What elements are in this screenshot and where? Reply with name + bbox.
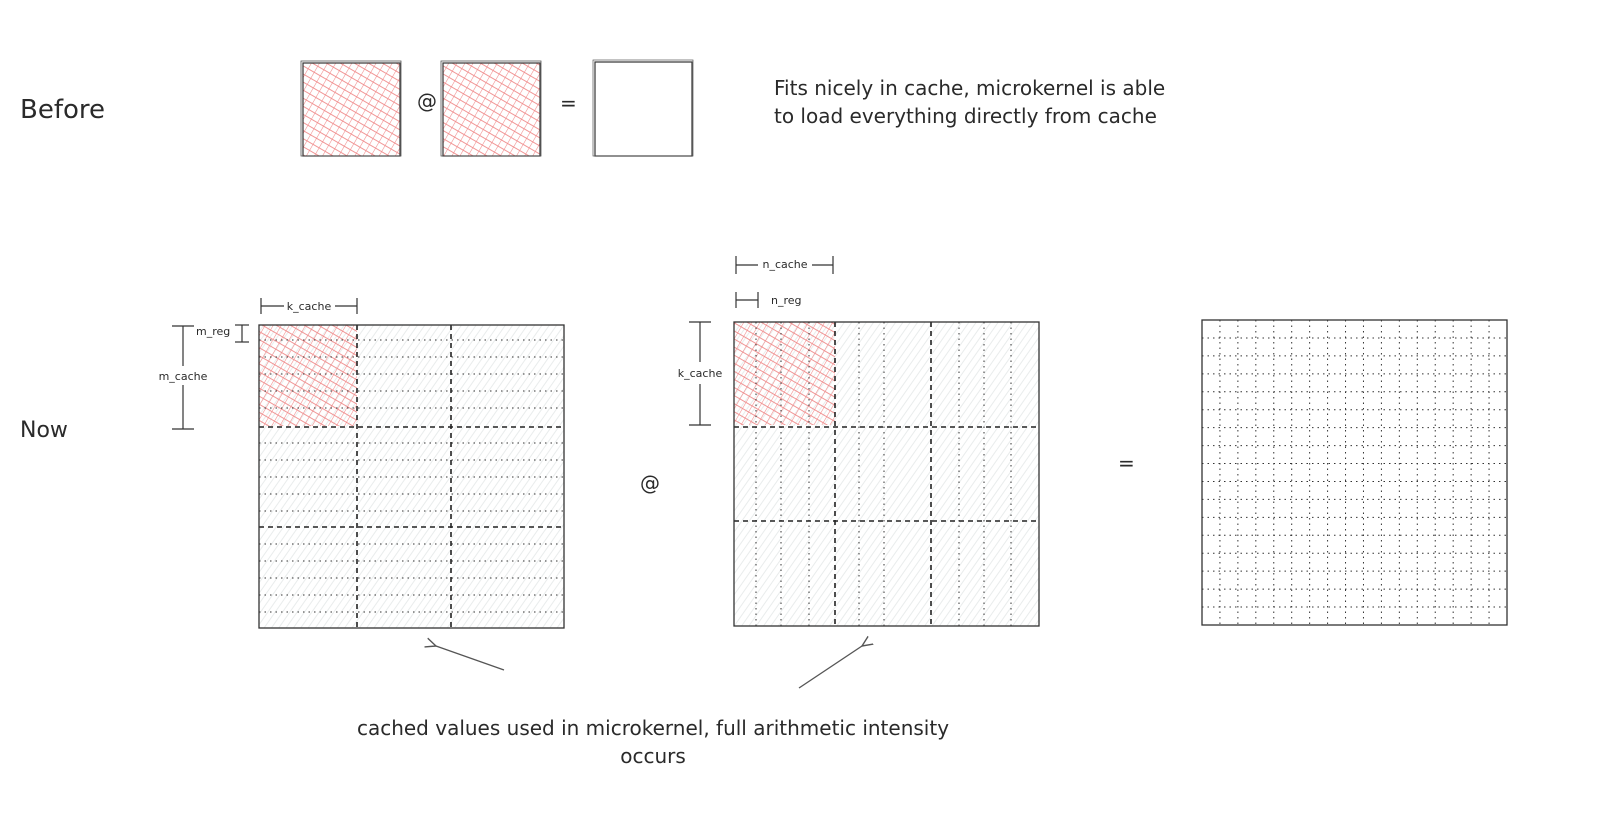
before-note-line2: to load everything directly from cache bbox=[774, 104, 1157, 128]
now-matrix-c bbox=[1201, 319, 1508, 626]
bottom-note-line2: occurs bbox=[620, 744, 686, 768]
before-label: Before bbox=[20, 95, 105, 125]
n-cache-marker bbox=[735, 256, 834, 274]
now-label: Now bbox=[20, 418, 68, 443]
m-cache-marker bbox=[172, 325, 194, 430]
before-note-line1: Fits nicely in cache, microkernel is abl… bbox=[774, 76, 1165, 100]
k-cache-b-marker bbox=[689, 321, 711, 426]
k-cache-a-label: k_cache bbox=[287, 300, 332, 313]
now-matrix-b bbox=[733, 321, 1040, 627]
arrow-to-matrix-a bbox=[436, 646, 505, 671]
arrow-to-matrix-b bbox=[798, 646, 862, 689]
now-matmul-symbol: @ bbox=[640, 471, 660, 495]
now-matrix-a bbox=[258, 324, 565, 629]
k-cache-a-marker bbox=[260, 298, 358, 314]
m-cache-label: m_cache bbox=[159, 370, 208, 383]
n-cache-label: n_cache bbox=[762, 258, 807, 271]
now-equals-symbol: = bbox=[1118, 451, 1135, 475]
before-matmul-symbol: @ bbox=[417, 89, 437, 113]
m-reg-label: m_reg bbox=[196, 325, 230, 338]
before-matrix-b bbox=[440, 60, 542, 157]
k-cache-b-label: k_cache bbox=[678, 367, 723, 380]
m-reg-marker bbox=[235, 324, 249, 343]
n-reg-label: n_reg bbox=[771, 294, 802, 307]
bottom-note-line1: cached values used in microkernel, full … bbox=[357, 716, 949, 740]
before-matrix-c bbox=[592, 59, 694, 157]
n-reg-marker bbox=[735, 292, 759, 308]
before-equals-symbol: = bbox=[560, 91, 577, 115]
before-matrix-a bbox=[300, 60, 402, 157]
